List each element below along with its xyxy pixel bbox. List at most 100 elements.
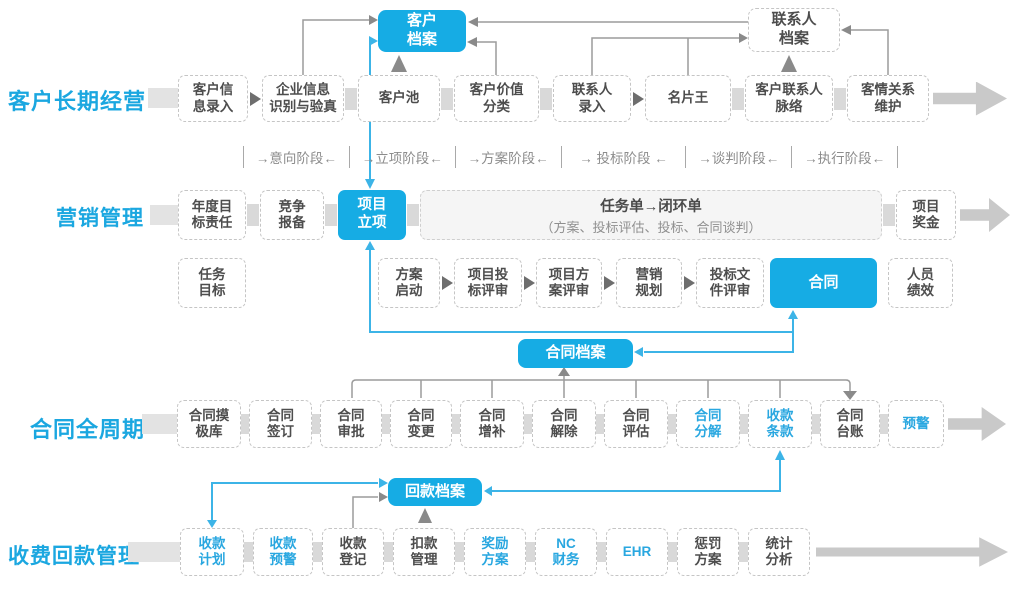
connector-bar — [241, 414, 249, 434]
box-contract-termination: 合同 解除 — [532, 400, 596, 448]
phase-execution: →执行阶段← — [791, 146, 899, 168]
box-personnel-performance: 人员 绩效 — [888, 258, 953, 308]
phase-intention: →意向阶段← — [243, 146, 349, 168]
box-customer-relationship-maintenance: 客情关系 维护 — [847, 75, 929, 122]
row-marketing: 年度目 标责任 竞争 报备 项目 立项 任务单→闭环单 （方案、投标评估、投标、… — [178, 190, 1010, 240]
row-customer-ops: 客户信 息录入 企业信息 识别与验真 客户池 客户价值 分类 联系人 录入 名片… — [178, 75, 1007, 122]
box-contract-approval: 合同 审批 — [320, 400, 382, 448]
arrow-right-icon — [442, 276, 453, 290]
box-nc-finance: NC 财务 — [535, 528, 597, 576]
box-contract-evaluation: 合同 评估 — [604, 400, 668, 448]
connector-bar — [740, 414, 748, 434]
connector-bar — [382, 414, 390, 434]
box-enterprise-info-verification: 企业信息 识别与验真 — [262, 75, 344, 122]
box-task-target: 任务 目标 — [178, 258, 246, 308]
task-order-subtitle: （方案、投标评估、投标、合同谈判） — [540, 219, 762, 235]
arrow-right-icon — [633, 91, 644, 106]
spacer — [246, 258, 378, 308]
box-project-plan-review: 项目方 案评审 — [536, 258, 602, 308]
box-payment-warning: 收款 预警 — [253, 528, 313, 576]
connector-bar — [247, 204, 259, 226]
box-statistical-analysis: 统计 分析 — [748, 528, 810, 576]
connector-bar — [312, 414, 320, 434]
connector-bar — [526, 542, 535, 562]
box-plan-launch: 方案 启动 — [378, 258, 440, 308]
box-task-order-loop: 任务单→闭环单 （方案、投标评估、投标、合同谈判） — [420, 190, 882, 240]
connector-bar — [883, 204, 895, 226]
connector-bar — [524, 414, 532, 434]
box-project-initiation: 项目 立项 — [338, 190, 406, 240]
box-reward-plan: 奖励 方案 — [464, 528, 526, 576]
box-early-warning: 预警 — [888, 400, 944, 448]
connector-bar — [739, 542, 748, 562]
contract-archive-box: 合同档案 — [518, 339, 633, 368]
box-contract-signing: 合同 签订 — [249, 400, 312, 448]
box-payment-plan: 收款 计划 — [180, 528, 244, 576]
box-customer-info-entry: 客户信 息录入 — [178, 75, 248, 122]
label-band — [128, 542, 182, 562]
box-deduction-management: 扣款 管理 — [393, 528, 455, 576]
connector-bar — [313, 542, 322, 562]
box-annual-target-responsibility: 年度目 标责任 — [178, 190, 246, 240]
connector-bar — [880, 414, 888, 434]
row-label-customer-ops: 客户长期经营 — [8, 89, 147, 114]
box-payment-registration: 收款 登记 — [322, 528, 384, 576]
box-contact-entry: 联系人 录入 — [553, 75, 631, 122]
box-ehr: EHR — [606, 528, 668, 576]
arrow-right-icon — [524, 276, 535, 290]
label-band — [148, 88, 180, 108]
arrow-right-icon — [604, 276, 615, 290]
row-label-payment-mgmt: 收费回款管理 — [8, 545, 140, 568]
customer-archive-box: 客户 档案 — [378, 10, 466, 52]
connector-bar — [325, 204, 337, 226]
arrow-right-icon — [250, 91, 261, 106]
arrow-right-icon — [684, 276, 695, 290]
connector-bar — [384, 542, 393, 562]
flow-arrow-right — [816, 537, 1008, 567]
connector-bar — [597, 542, 606, 562]
connector-bar — [407, 204, 419, 226]
row-contract-lifecycle: 合同摸 极库 合同 签订 合同 审批 合同 变更 合同 增补 合同 解除 合同 … — [177, 400, 1006, 448]
task-order-title: 任务单→闭环单 — [600, 198, 702, 215]
box-project-bid-review: 项目投 标评审 — [454, 258, 522, 308]
box-marketing-planning: 营销 规划 — [616, 258, 682, 308]
phase-negotiation: →谈判阶段← — [685, 146, 791, 168]
box-contract-template-library: 合同摸 极库 — [177, 400, 241, 448]
flow-arrow-right — [933, 81, 1007, 116]
row-payment-mgmt: 收款 计划 收款 预警 收款 登记 扣款 管理 奖励 方案 NC 财务 EHR … — [180, 528, 1008, 576]
label-band — [150, 205, 180, 225]
box-customer-value-classification: 客户价值 分类 — [454, 75, 539, 122]
box-punishment-plan: 惩罚 方案 — [677, 528, 739, 576]
box-competition-report: 竞争 报备 — [260, 190, 324, 240]
connector-bar — [540, 87, 552, 110]
connector-bar — [834, 87, 846, 110]
flow-arrow-right — [948, 407, 1006, 441]
box-contract-supplement: 合同 增补 — [460, 400, 524, 448]
connector-bar — [812, 414, 820, 434]
contact-archive-box: 联系人 档案 — [748, 8, 840, 52]
row-label-marketing: 营销管理 — [56, 207, 144, 230]
phase-initiation: →立项阶段← — [348, 146, 455, 168]
box-card-king: 名片王 — [645, 75, 731, 122]
phase-bidding: → 投标阶段 ← — [560, 146, 686, 168]
connector-bar — [732, 87, 744, 110]
box-contract-change: 合同 变更 — [390, 400, 452, 448]
label-band — [142, 414, 179, 434]
box-bid-document-review: 投标文 件评审 — [696, 258, 764, 308]
connector-bar — [596, 414, 604, 434]
connector-bar — [455, 542, 464, 562]
phase-proposal: →方案阶段← — [454, 146, 561, 168]
connector-bar — [441, 87, 453, 110]
box-contract-decomposition: 合同 分解 — [676, 400, 740, 448]
phase-labels: →意向阶段← →立项阶段← →方案阶段← → 投标阶段 ← →谈判阶段← →执行… — [243, 146, 899, 168]
connector-bar — [244, 542, 253, 562]
box-project-bonus: 项目 奖金 — [896, 190, 956, 240]
row-label-contract-lifecycle: 合同全周期 — [30, 417, 146, 442]
box-customer-pool: 客户池 — [358, 75, 440, 122]
row-marketing-sub: 任务 目标 方案 启动 项目投 标评审 项目方 案评审 营销 规划 投标文 件评… — [178, 258, 953, 308]
box-contract-ledger: 合同 台账 — [820, 400, 880, 448]
connector-bar — [345, 87, 357, 110]
payment-archive-box: 回款档案 — [388, 478, 482, 506]
connector-bar — [668, 414, 676, 434]
